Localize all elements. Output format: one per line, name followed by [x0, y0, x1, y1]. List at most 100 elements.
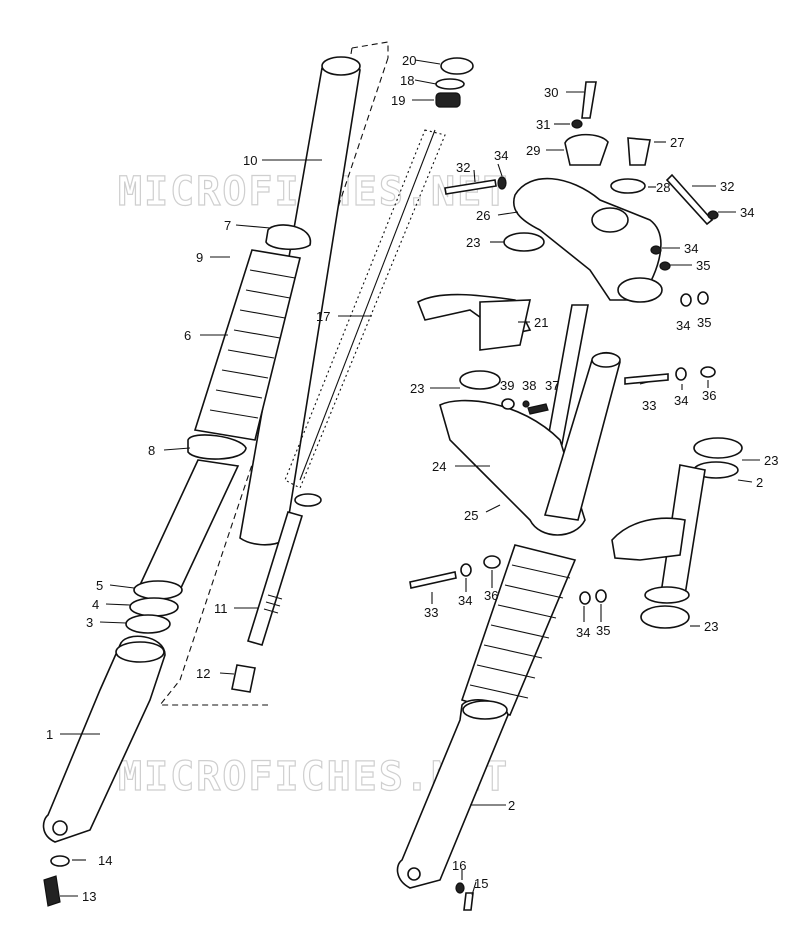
- lower-clamp: [187, 434, 247, 460]
- callout-15: 15: [474, 876, 488, 891]
- callout-35c: 35: [596, 623, 610, 638]
- callout-3: 3: [86, 615, 93, 630]
- bracket-race-lower: [644, 586, 690, 604]
- right-outer-tube-top: [462, 700, 508, 720]
- callout-labels: 20 18 19 10 7 9 6 17 8 5 4 3 11 12 1 14 …: [46, 53, 778, 904]
- callout-23d: 23: [704, 619, 718, 634]
- callout-34d: 34: [676, 318, 690, 333]
- upper-bearing: [503, 232, 545, 252]
- washer-34c: [650, 245, 662, 255]
- callout-7: 7: [224, 218, 231, 233]
- steering-stem-nut: [627, 137, 651, 166]
- spring-seat: [294, 493, 322, 507]
- cap-o-ring: [435, 78, 465, 90]
- upper-clamp: [265, 224, 311, 251]
- callout-11: 11: [214, 601, 228, 616]
- handlebar-bolt: [581, 81, 597, 119]
- washer-34e: [675, 367, 687, 381]
- right-outer-tube: [396, 699, 509, 889]
- right-fork-boot: [460, 544, 577, 716]
- bolt-33a: [624, 373, 669, 385]
- handlebar-holder: [564, 133, 609, 166]
- callout-21: 21: [534, 315, 548, 330]
- inner-tube-top: [321, 56, 361, 76]
- callout-12: 12: [196, 666, 210, 681]
- callout-23a: 23: [466, 235, 480, 250]
- washer-16: [455, 882, 465, 894]
- callout-29: 29: [526, 143, 540, 158]
- callout-31: 31: [536, 117, 550, 132]
- washer-34g: [579, 591, 591, 605]
- callout-20: 20: [402, 53, 416, 68]
- callout-34e: 34: [674, 393, 688, 408]
- callout-34f: 34: [458, 593, 472, 608]
- bolt-washer: [571, 119, 583, 129]
- upper-bracket-hole: [591, 207, 629, 233]
- right-axle-boss: [407, 867, 421, 881]
- callout-9: 9: [196, 250, 203, 265]
- damper-rod: [246, 511, 304, 646]
- dust-seal: [133, 580, 183, 600]
- nut-35b: [697, 291, 709, 305]
- callout-2: 2: [508, 798, 515, 813]
- cap-bolt: [435, 92, 461, 108]
- callout-30: 30: [544, 85, 558, 100]
- callout-38: 38: [522, 378, 536, 393]
- outer-tube: [42, 635, 166, 843]
- stem-washer: [610, 178, 646, 194]
- washer-34a: [497, 176, 507, 190]
- washer-38: [522, 400, 530, 408]
- callout-14: 14: [98, 853, 112, 868]
- callout-13: 13: [82, 889, 96, 904]
- callout-33b: 33: [424, 605, 438, 620]
- damper-rod-rings: [263, 594, 283, 614]
- pinch-bolt-left: [444, 179, 497, 195]
- callout-32b: 32: [720, 179, 734, 194]
- right-inner-tube-top: [591, 352, 621, 368]
- nut-35a: [659, 261, 671, 271]
- axle-boss: [52, 820, 68, 836]
- oil-seal-ring: [129, 597, 179, 617]
- callout-35b: 35: [697, 315, 711, 330]
- callout-34c: 34: [684, 241, 698, 256]
- nut-36b: [483, 555, 501, 569]
- callout-5: 5: [96, 578, 103, 593]
- callout-36b: 36: [484, 588, 498, 603]
- leader-lines: [60, 59, 760, 897]
- nut-35c: [595, 589, 607, 603]
- screw-37: [527, 403, 549, 415]
- callout-6: 6: [184, 328, 191, 343]
- fork-boot: [193, 249, 301, 441]
- outer-tube-top: [115, 641, 165, 663]
- callout-26: 26: [476, 208, 490, 223]
- bolt-15: [463, 892, 474, 911]
- callout-2b: 2: [756, 475, 763, 490]
- callout-17: 17: [316, 309, 330, 324]
- callout-25: 25: [464, 508, 478, 523]
- callout-23c: 23: [764, 453, 778, 468]
- bracket-plate: [479, 299, 532, 351]
- callout-28: 28: [656, 180, 670, 195]
- upper-bracket-tube-hole: [617, 277, 663, 303]
- callout-23b: 23: [410, 381, 424, 396]
- callout-34g: 34: [576, 625, 590, 640]
- bolt-33b: [409, 571, 457, 589]
- callout-24: 24: [432, 459, 446, 474]
- callout-34b: 34: [740, 205, 754, 220]
- left-fork-assembly: [42, 41, 474, 907]
- callout-4: 4: [92, 597, 99, 612]
- callout-10: 10: [243, 153, 257, 168]
- bottom-bolt: [43, 875, 61, 907]
- bracket-bearing-lower: [640, 605, 690, 629]
- callout-16: 16: [452, 858, 466, 873]
- lower-bearing: [459, 370, 501, 390]
- inner-tube-lower: [138, 459, 240, 591]
- washer-34b: [707, 210, 719, 220]
- callout-34a: 34: [494, 148, 508, 163]
- callout-35a: 35: [696, 258, 710, 273]
- oil-lock-piece: [231, 664, 256, 693]
- callout-8: 8: [148, 443, 155, 458]
- spare-bracket-plate: [611, 517, 686, 561]
- washer-34f: [460, 563, 472, 577]
